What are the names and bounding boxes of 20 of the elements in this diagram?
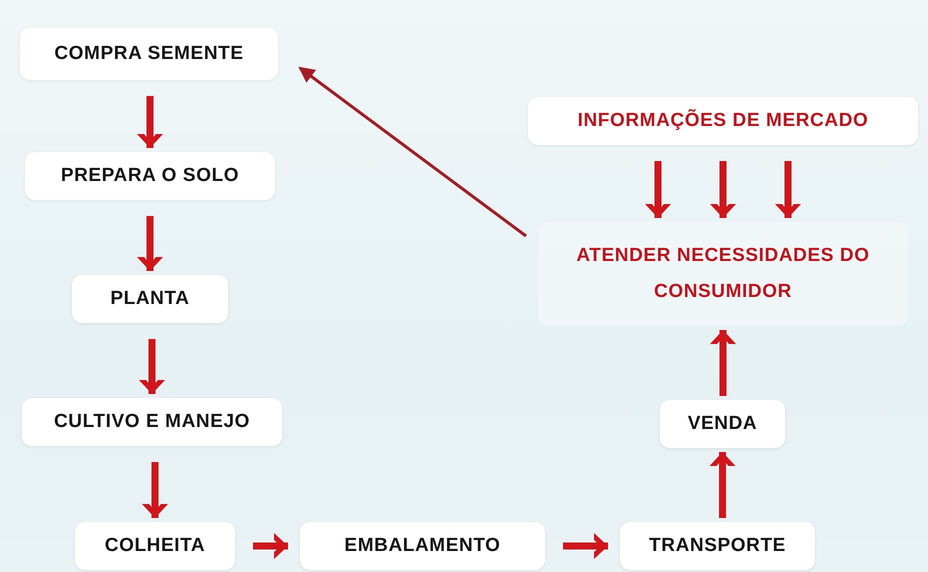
step-label: INFORMAÇÕES DE MERCADO (578, 108, 868, 133)
step-label: PREPARA O SOLO (60, 164, 240, 188)
step-box (72, 275, 228, 323)
arrow (298, 66, 527, 238)
step-box (25, 152, 275, 200)
step-label: COLHEITA (104, 534, 206, 558)
step-box (660, 400, 785, 448)
step-box (300, 522, 545, 570)
step-label: PLANTA (110, 286, 190, 311)
step-label: COMPRA SEMENTE (54, 42, 244, 66)
step-label: EMBALAMENTO (344, 534, 501, 558)
step-box (620, 522, 815, 570)
step-label: VENDA (688, 412, 758, 436)
step-label: ATENDER NECESSIDADES DO CONSUMIDOR (575, 244, 871, 304)
step-box (528, 97, 918, 145)
step-label: CULTIVO E MANEJO (54, 410, 250, 434)
step-label: TRANSPORTE (649, 534, 786, 558)
step-box (22, 398, 282, 446)
step-box (75, 522, 235, 570)
step-box (20, 28, 278, 80)
